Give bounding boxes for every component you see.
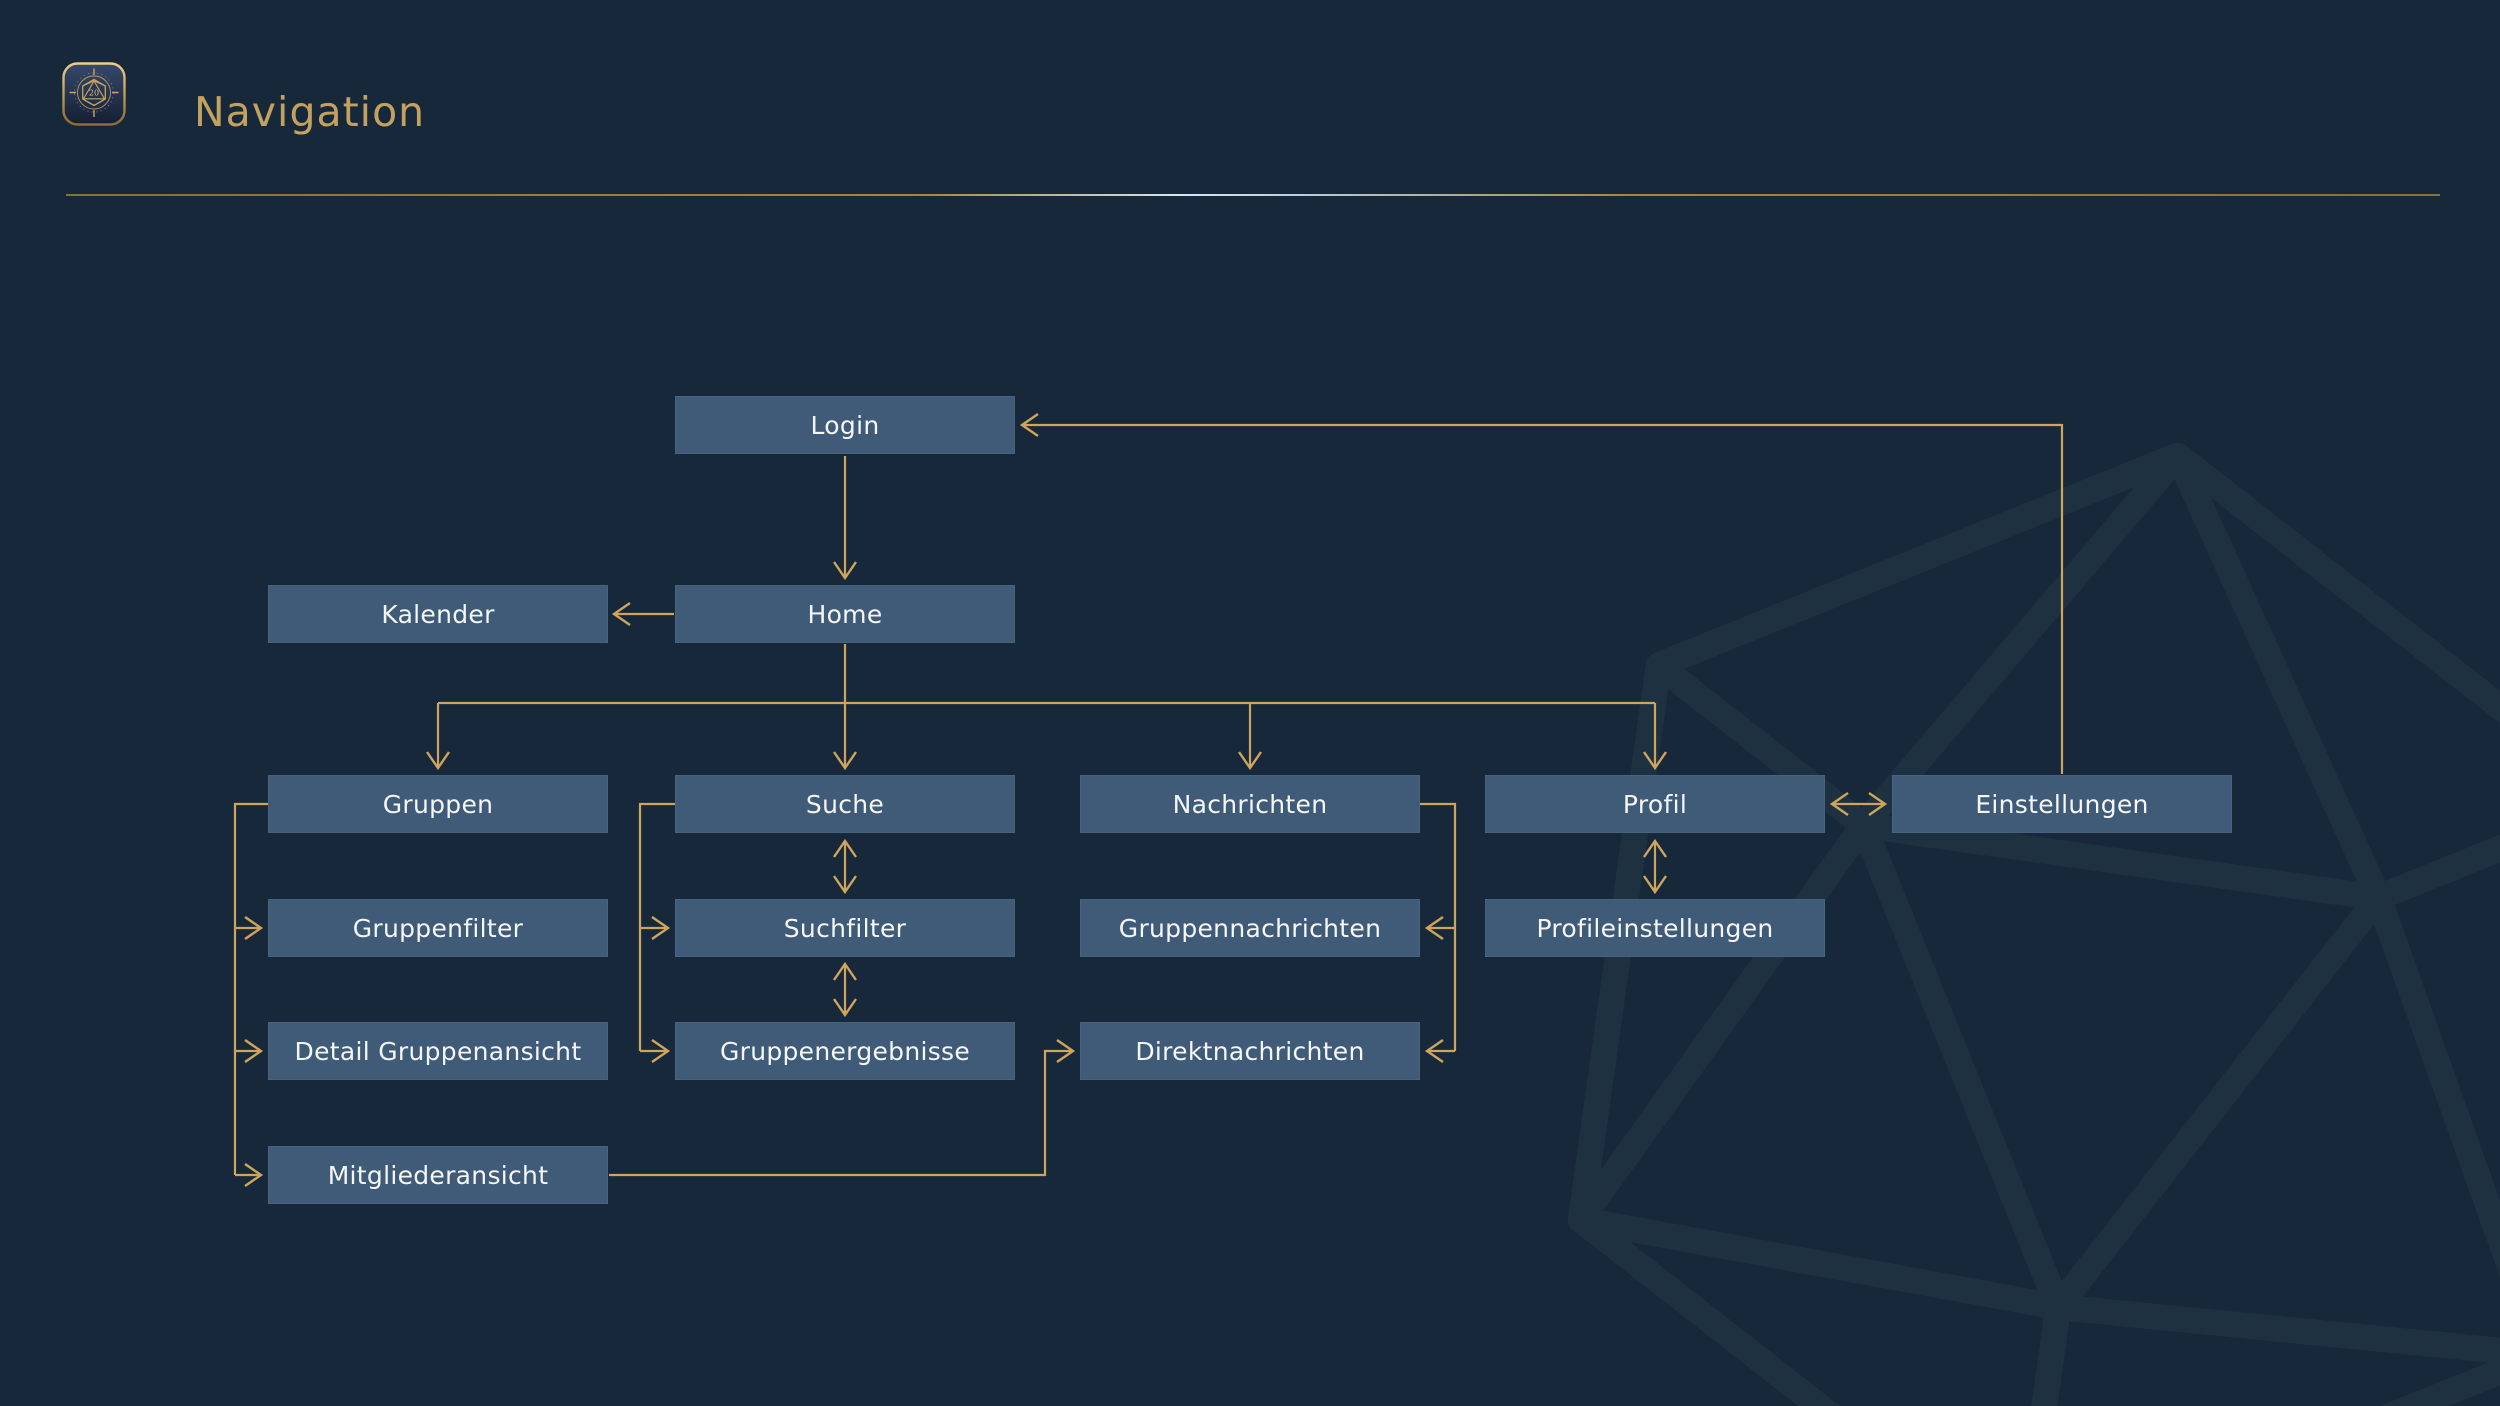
edge-gruppen-side-rail [233,802,268,1175]
node-gruppenergebnisse: Gruppenergebnisse [675,1022,1015,1080]
node-suche: Suche [675,775,1015,833]
node-login: Login [675,396,1015,454]
edge-einstellungen-login [1019,413,2064,774]
node-gruppennachrichten: Gruppennachrichten [1080,899,1420,957]
node-gruppenfilter: Gruppenfilter [268,899,608,957]
edge-mitglieder-direktnachrichten [609,1039,1076,1177]
node-profil: Profil [1485,775,1825,833]
header-divider [66,194,2440,196]
logo-badge-20: 20 [89,89,99,98]
node-gruppen: Gruppen [268,775,608,833]
node-detail-gruppenansicht: Detail Gruppenansicht [268,1022,608,1080]
edge-suche-side-rail [638,802,675,1051]
node-direktnachrichten: Direktnachrichten [1080,1022,1420,1080]
node-einstellungen: Einstellungen [1892,775,2232,833]
node-mitgliederansicht: Mitgliederansicht [268,1146,608,1204]
diagram-connectors [233,413,2064,1187]
node-home: Home [675,585,1015,643]
edge-nachrichten-side-rail [1420,802,1457,1051]
node-kalender: Kalender [268,585,608,643]
d20-watermark [1567,442,2500,1406]
node-suchfilter: Suchfilter [675,899,1015,957]
page-title: Navigation [194,88,426,136]
node-profileinstellungen: Profileinstellungen [1485,899,1825,957]
node-nachrichten: Nachrichten [1080,775,1420,833]
d20-compass-logo: 20 [62,62,126,126]
